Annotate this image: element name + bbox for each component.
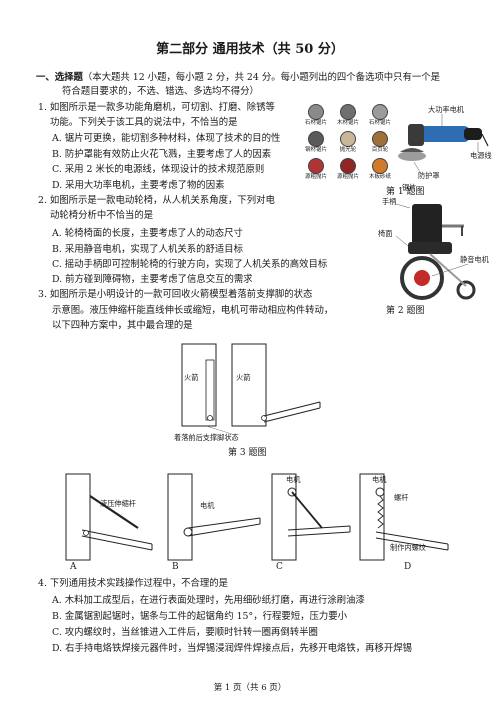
option-c-motor-label: 电机 — [286, 475, 301, 484]
option-c-letter: C — [276, 562, 283, 572]
disc-item: 百页轮 — [364, 131, 396, 158]
q4-option-d: D. 右手持电烙铁焊接元器件时，当焊锡浸润焊件焊接点后，先移开电烙铁，再移开焊锡 — [52, 643, 413, 654]
q4-option-a: A. 木料加工成型后，在进行表面处理时，先用细砂纸打磨，再进行涂刷油漆 — [52, 595, 365, 606]
q2-option-b: B. 采用静音电机，实现了人机关系的舒适目标 — [52, 244, 243, 255]
q1-option-d: D. 采用大功率电机，主要考虑了物的因素 — [52, 180, 225, 191]
q1-option-b: B. 防护罩能有效防止火花飞溅，主要考虑了人的因素 — [52, 149, 272, 160]
option-d-screw-label: 螺杆 — [394, 493, 408, 502]
rocket-label-left: 火箭 — [184, 373, 198, 382]
section-instructions-1: （本大题共 12 小题，每小题 2 分，共 24 分。每小题列出的四个备选项中只… — [82, 72, 440, 83]
disc-item: 钢材锯片 — [300, 131, 332, 158]
disc-icon — [340, 158, 356, 174]
option-d-letter: D — [404, 562, 411, 572]
disc-icon — [308, 131, 324, 147]
q3-stem-2: 示意图。液压伸缩杆能直线伸长或缩短，电机可带动相应构件转动， — [52, 305, 334, 316]
label-silent-motor: 静音电机 — [460, 255, 490, 264]
disc-label: 钢材锯片 — [304, 147, 327, 153]
disc-item: 石材锯片 — [300, 104, 332, 131]
disc-icon — [372, 158, 388, 174]
disc-label: 抛光轮 — [339, 147, 357, 153]
q1-stem-1: 1. 如图所示是一款多功能角磨机，可切割、打磨、除锈等 — [38, 102, 275, 113]
q3-stem-3: 以下四种方案中，其中最合理的是 — [52, 320, 193, 331]
disc-icon — [372, 131, 388, 147]
disc-icon — [340, 104, 356, 120]
option-d-diagram: 电机 螺杆 制作内螺纹 D — [359, 473, 449, 572]
disc-item: 木板砂纸 — [364, 158, 396, 185]
disc-item: 源粗抛片 — [300, 158, 332, 185]
label-cord: 电源线 — [470, 151, 492, 160]
disc-label: 石材锯片 — [368, 120, 391, 126]
page-title: 第二部分 通用技术（共 50 分） — [156, 42, 344, 57]
disc-label: 木板砂纸 — [368, 174, 391, 180]
option-d-motor-label: 电机 — [372, 475, 387, 484]
page-footer: 第 1 页（共 6 页） — [213, 683, 287, 693]
q2-option-a: A. 轮椅椅面的长度，主要考虑了人的动态尺寸 — [52, 228, 243, 239]
disc-icon — [308, 158, 324, 174]
q2-stem-2: 动轮椅分析中不恰当的是 — [50, 210, 154, 221]
q2-stem-1: 2. 如图所示是一款电动轮椅，从人机关系角度，下列对电 — [38, 195, 275, 206]
disc-item: 抛光轮 — [332, 131, 364, 158]
leg-state-label: 着落前后支撑脚状态 — [174, 433, 239, 442]
disc-label: 石材锯片 — [304, 120, 327, 126]
rocket-label-right: 火箭 — [236, 373, 250, 382]
rocket-leg-figure: 火箭 火箭 着落前后支撑脚状态 — [174, 343, 321, 442]
q3-options-figure: 液压伸缩杆 A 电机 B 电机 C 电机 螺杆 制作内螺纹 D — [65, 473, 449, 572]
option-b-diagram: 电机 B — [167, 473, 261, 572]
section-instructions-2: 符合题目要求的，不选、错选、多选均不得分） — [62, 86, 259, 97]
label-guard: 防护罩 — [418, 171, 440, 180]
q1-stem-2: 功能。下列关于该工具的说法中，不恰当的是 — [50, 117, 238, 128]
option-a-letter: A — [69, 562, 77, 572]
disc-item: 木材锯片 — [332, 104, 364, 131]
section-heading: 一、选择题 — [36, 72, 83, 83]
disc-label: 木材锯片 — [336, 120, 359, 126]
disc-label: 百页轮 — [371, 147, 389, 153]
q1-disc-grid: 石材锯片 木材锯片 石材锯片钢材锯片 抛光轮 百页轮源粗抛片 源粗抛片 木板砂纸 — [300, 104, 396, 186]
label-handle: 手柄 — [382, 197, 396, 206]
label-seat: 椅面 — [378, 229, 392, 238]
option-a-hydraulic-label: 液压伸缩杆 — [100, 499, 136, 508]
option-a-diagram: 液压伸缩杆 A — [65, 473, 153, 572]
angle-grinder-figure: 大功率电机 电源线 防护罩 锯片 — [398, 105, 492, 192]
q2-caption: 第 2 题图 — [386, 306, 425, 316]
option-d-nut-label: 制作内螺纹 — [390, 543, 426, 552]
section-heading-line: 一、选择题（本大题共 12 小题，每小题 2 分，共 24 分。每小题列出的四个… — [36, 72, 440, 84]
disc-item: 源粗抛片 — [332, 158, 364, 185]
q1-option-c: C. 采用 2 米长的电源线，体现设计的技术规范原则 — [52, 164, 265, 175]
q1-caption: 第 1 题图 — [386, 187, 425, 197]
q3-stem-1: 3. 如图所示是小明设计的一款可回收火箭模型着落前支撑脚的状态 — [38, 289, 313, 300]
label-blade: 锯片 — [402, 183, 416, 192]
disc-icon — [372, 104, 388, 120]
disc-label: 源粗抛片 — [336, 174, 359, 180]
q4-option-b: B. 金属锯割起锯时，锯条与工件的起锯角约 15°，行程要短，压力要小 — [52, 611, 347, 622]
disc-label: 源粗抛片 — [304, 174, 327, 180]
q2-option-d: D. 前方碰到障碍物，主要考虑了信息交互的需求 — [52, 274, 253, 285]
disc-icon — [340, 131, 356, 147]
disc-item: 石材锯片 — [364, 104, 396, 131]
option-b-motor-label: 电机 — [200, 501, 215, 510]
option-c-diagram: 电机 C — [271, 473, 351, 572]
wheelchair-figure: 手柄 椅面 静音电机 — [378, 197, 490, 300]
q2-option-c: C. 摇动手柄即可控制轮椅的行驶方向，实现了人机关系的高效目标 — [52, 259, 328, 270]
q1-option-a: A. 锯片可更换，能切割多种材料，体现了技术的目的性 — [52, 133, 281, 144]
option-b-letter: B — [172, 562, 179, 572]
q4-stem: 4. 下列通用技术实践操作过程中，不合理的是 — [38, 578, 229, 589]
label-motor: 大功率电机 — [428, 105, 465, 114]
disc-icon — [308, 104, 324, 120]
q4-option-c: C. 攻内螺纹时，当丝锥进入工件后，要顺时针转一圈再倒转半圈 — [52, 627, 318, 638]
q3-caption: 第 3 题图 — [228, 448, 267, 458]
